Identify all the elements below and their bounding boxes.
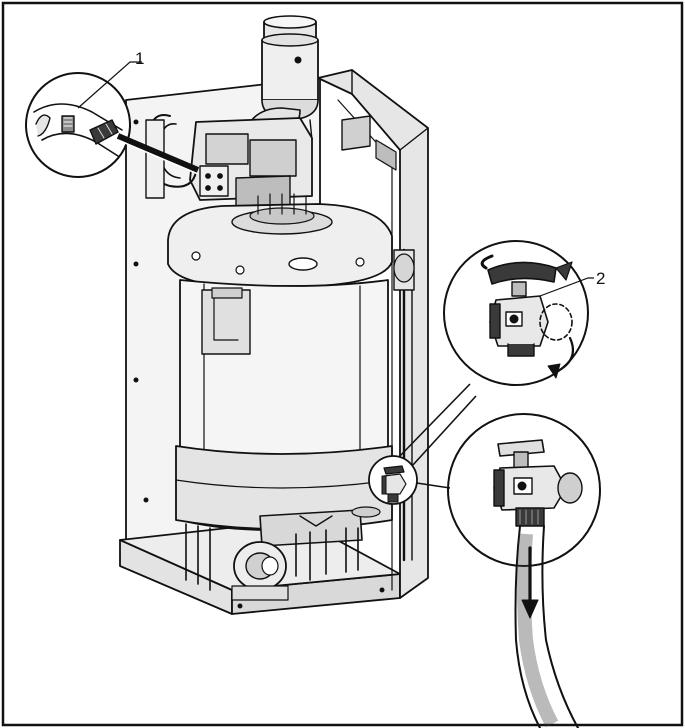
detail-2-drain-valve-open xyxy=(443,240,589,386)
cap-removed-outline xyxy=(539,303,573,341)
curved-arrow-icon xyxy=(547,363,561,379)
flue-pipe xyxy=(261,39,319,101)
drain-hose xyxy=(514,525,579,728)
detail-3-drain-hose xyxy=(447,413,601,567)
drain-valve-marker xyxy=(368,455,418,505)
callout-2-label: 2 xyxy=(596,269,605,288)
gas-valve xyxy=(199,165,229,197)
drain-valve-lever-icon xyxy=(487,261,557,285)
test-nipple-icon xyxy=(61,115,75,133)
callout-1-label: 1 xyxy=(135,49,144,68)
detail-1-leader xyxy=(116,133,200,173)
detail-1-valve-closeup xyxy=(25,72,131,178)
rotate-arrow-icon xyxy=(555,261,573,281)
connector-plug-icon xyxy=(89,119,119,145)
callout-1-leader xyxy=(77,61,142,109)
callout-2-leader xyxy=(539,277,594,297)
hose-connector-icon xyxy=(515,507,545,527)
